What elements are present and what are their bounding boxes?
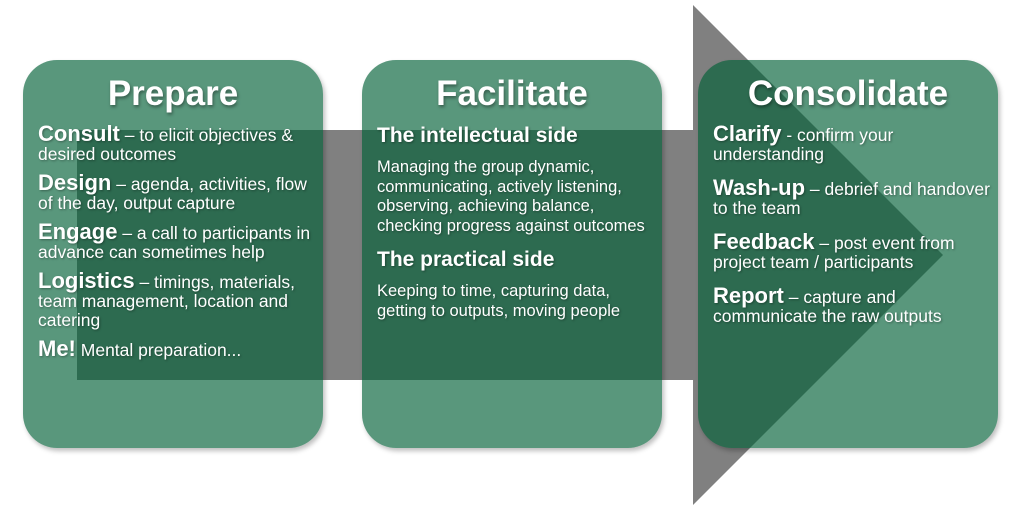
consolidate-item: Wash-up – debrief and handover to the te…	[713, 175, 998, 218]
prepare-item: Me! Mental preparation...	[38, 336, 323, 361]
item-text: – agenda, activities, flow of the day, o…	[38, 174, 307, 213]
item-text: – timings, materials, team management, l…	[38, 272, 296, 330]
facilitate-title: Facilitate	[436, 74, 588, 113]
item-head: Consult	[38, 121, 120, 146]
item-head: Engage	[38, 219, 118, 244]
consolidate-item: Feedback – post event from project team …	[713, 229, 998, 272]
section-heading: The intellectual side	[377, 124, 578, 147]
item-text: - confirm your understanding	[713, 125, 894, 164]
item-text: – to elicit objectives & desired outcome…	[38, 125, 294, 164]
consolidate-item: Clarify - confirm your understanding	[713, 121, 998, 164]
prepare-item: Logistics – timings, materials, team man…	[38, 268, 323, 330]
item-text: – debrief and handover to the team	[713, 179, 990, 218]
facilitate-box: Facilitate The intellectual side Managin…	[362, 60, 662, 448]
consolidate-box: Consolidate Clarify - confirm your under…	[698, 60, 998, 448]
prepare-box: Prepare Consult – to elicit objectives &…	[23, 60, 323, 448]
section-text: Keeping to time, capturing data, getting…	[377, 282, 621, 320]
item-text: – a call to participants in advance can …	[38, 223, 311, 262]
item-head: Feedback	[713, 229, 815, 254]
item-head: Me!	[38, 336, 76, 361]
prepare-title: Prepare	[107, 74, 239, 113]
consolidate-title: Consolidate	[747, 74, 949, 113]
item-head: Report	[713, 283, 784, 308]
consolidate-item: Report – capture and communicate the raw…	[713, 283, 998, 326]
section-heading: The practical side	[377, 248, 555, 271]
item-head: Clarify	[713, 121, 782, 146]
item-head: Design	[38, 170, 112, 195]
section-text: Managing the group dynamic, communicatin…	[377, 158, 645, 235]
prepare-item: Design – agenda, activities, flow of the…	[38, 170, 323, 213]
item-text: Mental preparation...	[75, 340, 242, 360]
prepare-item: Engage – a call to participants in advan…	[38, 219, 323, 262]
item-text: – capture and communicate the raw output…	[713, 287, 942, 326]
item-text: – post event from project team / partici…	[713, 233, 955, 272]
item-head: Logistics	[38, 268, 135, 293]
prepare-item: Consult – to elicit objectives & desired…	[38, 121, 323, 164]
item-head: Wash-up	[713, 175, 806, 200]
